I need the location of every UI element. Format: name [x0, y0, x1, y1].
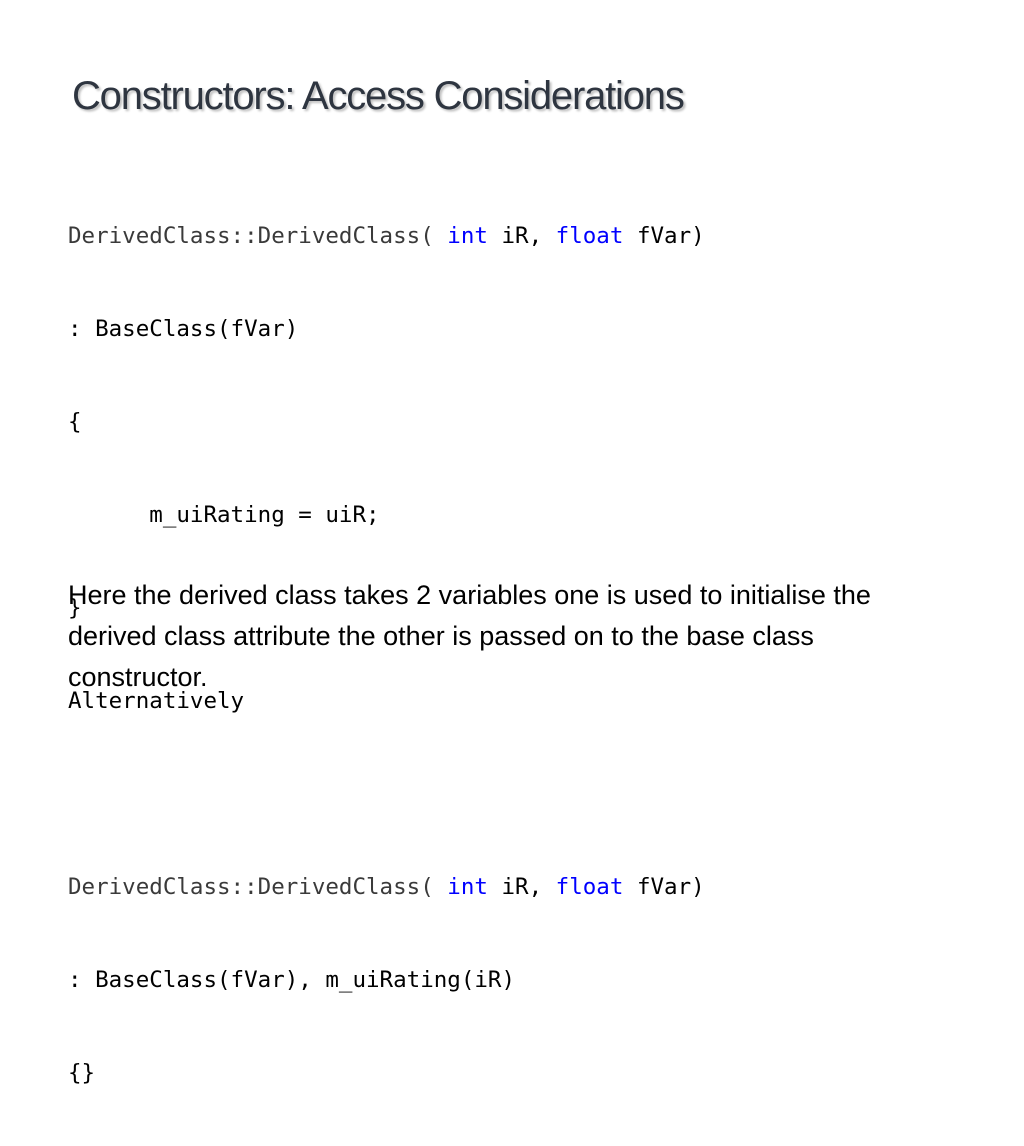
code-line-10: {}	[68, 1060, 96, 1086]
code-line-3: {	[68, 409, 82, 435]
code-param-ir: iR,	[487, 874, 556, 900]
code-keyword-int: int	[447, 223, 488, 249]
code-keyword-int: int	[447, 874, 488, 900]
code-function-signature: DerivedClass::DerivedClass(	[68, 223, 448, 249]
code-function-signature: DerivedClass::DerivedClass(	[68, 874, 448, 900]
code-line-9: : BaseClass(fVar), m_uiRating(iR)	[68, 967, 516, 993]
code-param-fvar: fVar)	[623, 874, 705, 900]
code-keyword-float: float	[555, 223, 624, 249]
code-line-4: m_uiRating = uiR;	[68, 502, 380, 528]
code-param-fvar: fVar)	[623, 223, 705, 249]
code-line-6: Alternatively	[68, 688, 245, 714]
explanation-text: Here the derived class takes 2 variables…	[68, 580, 871, 692]
code-line-2: : BaseClass(fVar)	[68, 316, 299, 342]
code-line-1: DerivedClass::DerivedClass( int iR, floa…	[68, 216, 705, 257]
code-line-8: DerivedClass::DerivedClass( int iR, floa…	[68, 867, 705, 908]
code-keyword-float: float	[555, 874, 624, 900]
slide-title: Constructors: Access Considerations	[72, 74, 685, 118]
code-param-ir: iR,	[487, 223, 556, 249]
code-line-5: }	[68, 595, 82, 621]
code-line-blank	[68, 774, 705, 815]
slide: Constructors: Access Considerations Deri…	[68, 74, 871, 1086]
